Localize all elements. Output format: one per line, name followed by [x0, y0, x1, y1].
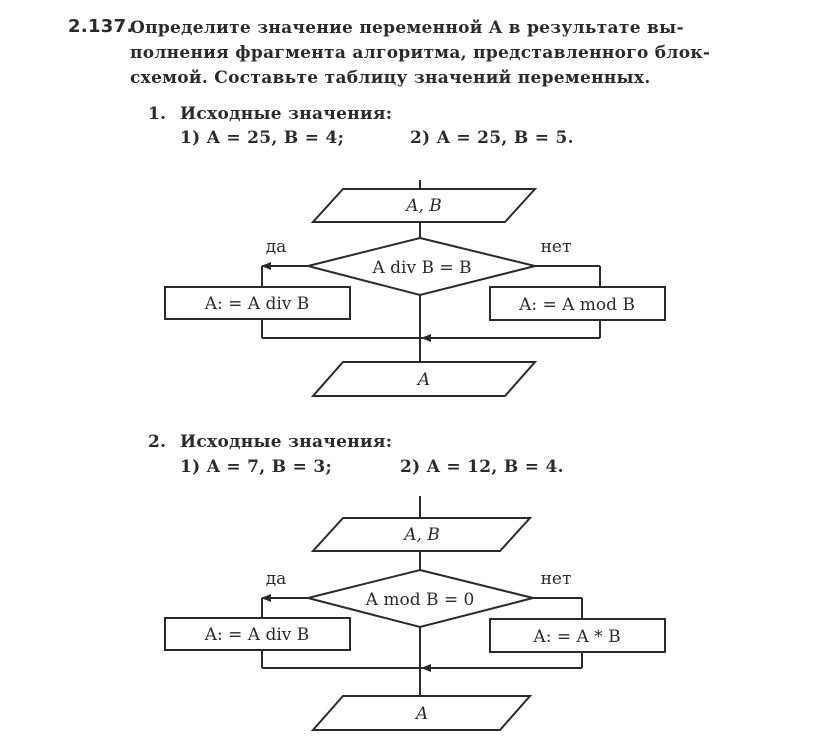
input-block [310, 517, 533, 552]
fc2-condition-text: A mod B = 0 [365, 590, 475, 610]
fc1-no-label: нет [541, 237, 572, 257]
fc1-output-text: A [416, 370, 430, 390]
flowchart-2 [164, 496, 666, 731]
output-block [310, 695, 533, 731]
fc1-condition-text: A div B = B [371, 258, 471, 278]
fc2-input-text: A, B [402, 525, 440, 545]
fc2-no-label: нет [541, 569, 572, 589]
fc1-input-text: A, B [404, 196, 442, 216]
fc1-no-action-text: A: = A mod B [518, 295, 635, 315]
output-block [310, 361, 538, 397]
part-1-case-2: 2) A = 25, B = 5. [410, 128, 574, 148]
input-block [310, 188, 538, 223]
part-1-case-1: 1) A = 25, B = 4; [180, 128, 345, 148]
fc2-no-action-text: A: = A * B [532, 627, 620, 647]
fc2-yes-label: да [266, 569, 287, 589]
fc1-yes-action-text: A: = A div B [204, 294, 310, 314]
problem-text-line-1: Определите значение переменной A в резул… [130, 18, 684, 38]
problem-text-line-2: полнения фрагмента алгоритма, представле… [130, 43, 711, 63]
yes-action-block [164, 286, 351, 320]
part-1-heading: Исходные значения: [180, 104, 393, 124]
problem-number: 2.137. [68, 16, 134, 37]
part-2-label: 2. [148, 432, 167, 452]
fc2-output-text: A [414, 704, 428, 724]
fc2-yes-action-text: A: = A div B [204, 625, 310, 645]
fc1-yes-label: да [266, 237, 287, 257]
no-action-block [489, 618, 666, 653]
no-action-block [489, 286, 666, 321]
part-2-heading: Исходные значения: [180, 432, 393, 452]
problem-text-line-3: схемой. Составьте таблицу значений перем… [130, 68, 651, 88]
part-1-label: 1. [148, 104, 167, 124]
flowchart-1 [164, 180, 666, 397]
part-2-case-2: 2) A = 12, B = 4. [400, 457, 564, 477]
part-2-case-1: 1) A = 7, B = 3; [180, 457, 333, 477]
yes-action-block [164, 617, 351, 651]
